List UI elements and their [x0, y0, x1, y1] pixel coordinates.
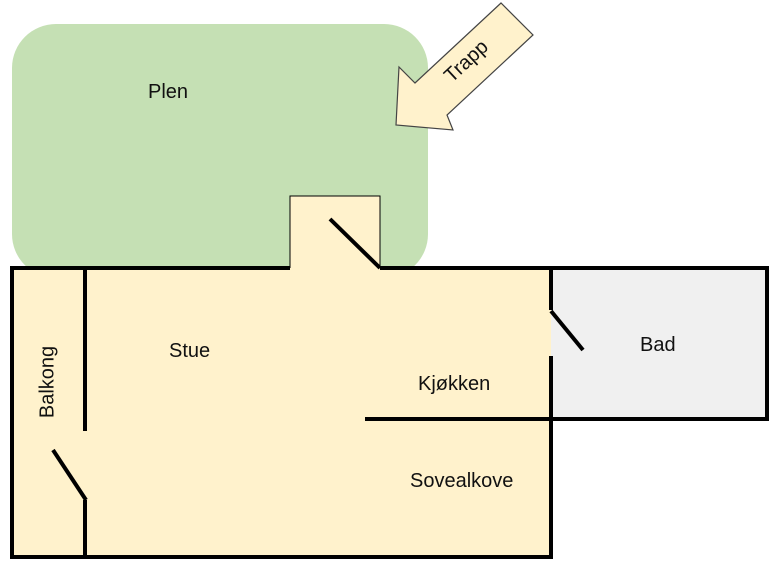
entrance-door: [328, 217, 382, 270]
bathroom-door: [549, 309, 585, 352]
living-room-label: Stue: [169, 340, 210, 362]
balcony-door: [51, 448, 88, 502]
sleeping-alcove-label: Sovealkove: [410, 470, 513, 492]
entrance-vestibule: [290, 196, 380, 270]
lawn-label: Plen: [148, 81, 188, 103]
bathroom-label: Bad: [640, 334, 676, 356]
outer-wall: [10, 266, 769, 559]
bathroom-area: [551, 268, 767, 419]
kitchen-label: Kjøkken: [418, 373, 490, 395]
house-floor: [12, 268, 551, 557]
entrance-outline: [289, 195, 381, 268]
balcony-label: Balkong: [36, 346, 58, 418]
stairs-arrow: [395, 2, 534, 131]
